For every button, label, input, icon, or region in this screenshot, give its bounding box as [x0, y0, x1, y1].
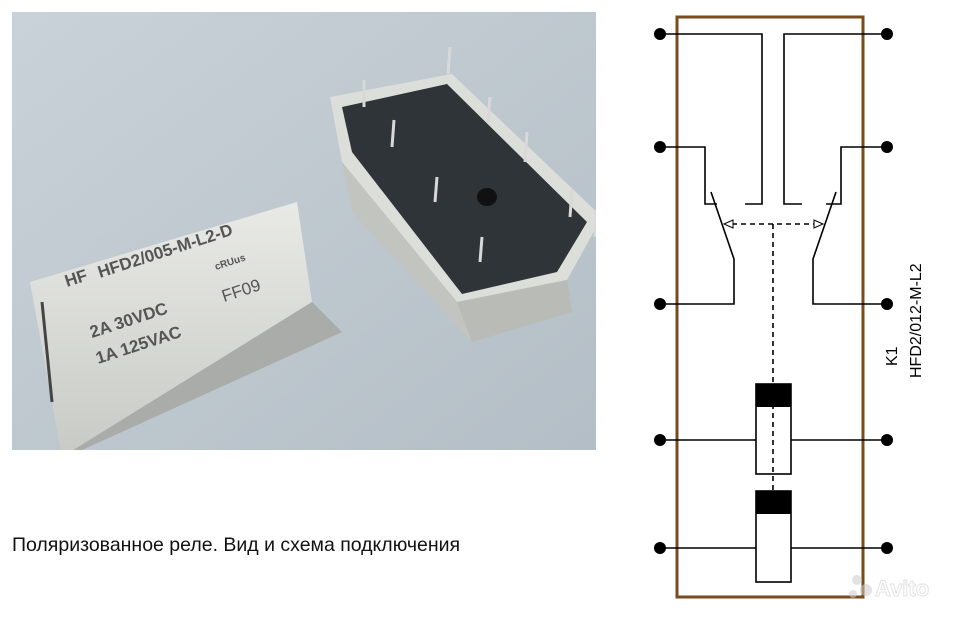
terminal-dot — [881, 28, 893, 40]
terminal-dot — [881, 298, 893, 310]
relay-frame — [675, 15, 865, 599]
terminal-dot — [654, 141, 666, 153]
contact-wiring — [660, 33, 887, 549]
caption: Поляризованное реле. Вид и схема подключ… — [12, 534, 461, 556]
relay-bottom-view — [330, 46, 602, 342]
terminal-dot — [654, 542, 666, 554]
switch-left — [660, 191, 735, 305]
terminal-dot — [881, 542, 893, 554]
mechanical-linkage — [732, 223, 815, 520]
switch-right — [812, 191, 887, 305]
terminal-dot — [654, 298, 666, 310]
arrow-left-icon — [722, 219, 734, 229]
watermark-text: Avito — [875, 576, 929, 601]
terminal-dot — [654, 434, 666, 446]
part-number-label: HFD2/012-M-L2 — [908, 263, 925, 378]
coil-1 — [755, 383, 792, 475]
terminal-dot — [881, 141, 893, 153]
terminals — [654, 28, 893, 554]
terminal-dot — [654, 28, 666, 40]
avito-watermark: Avito — [849, 575, 930, 602]
terminal-dot — [881, 434, 893, 446]
coil-2 — [755, 490, 792, 583]
arrow-right-icon — [813, 219, 825, 229]
relay-photo: HF HFD2/005-M-L2-D cRUus 2A 30VDC 1A 125… — [12, 12, 602, 457]
designator-label: K1 — [884, 346, 901, 366]
